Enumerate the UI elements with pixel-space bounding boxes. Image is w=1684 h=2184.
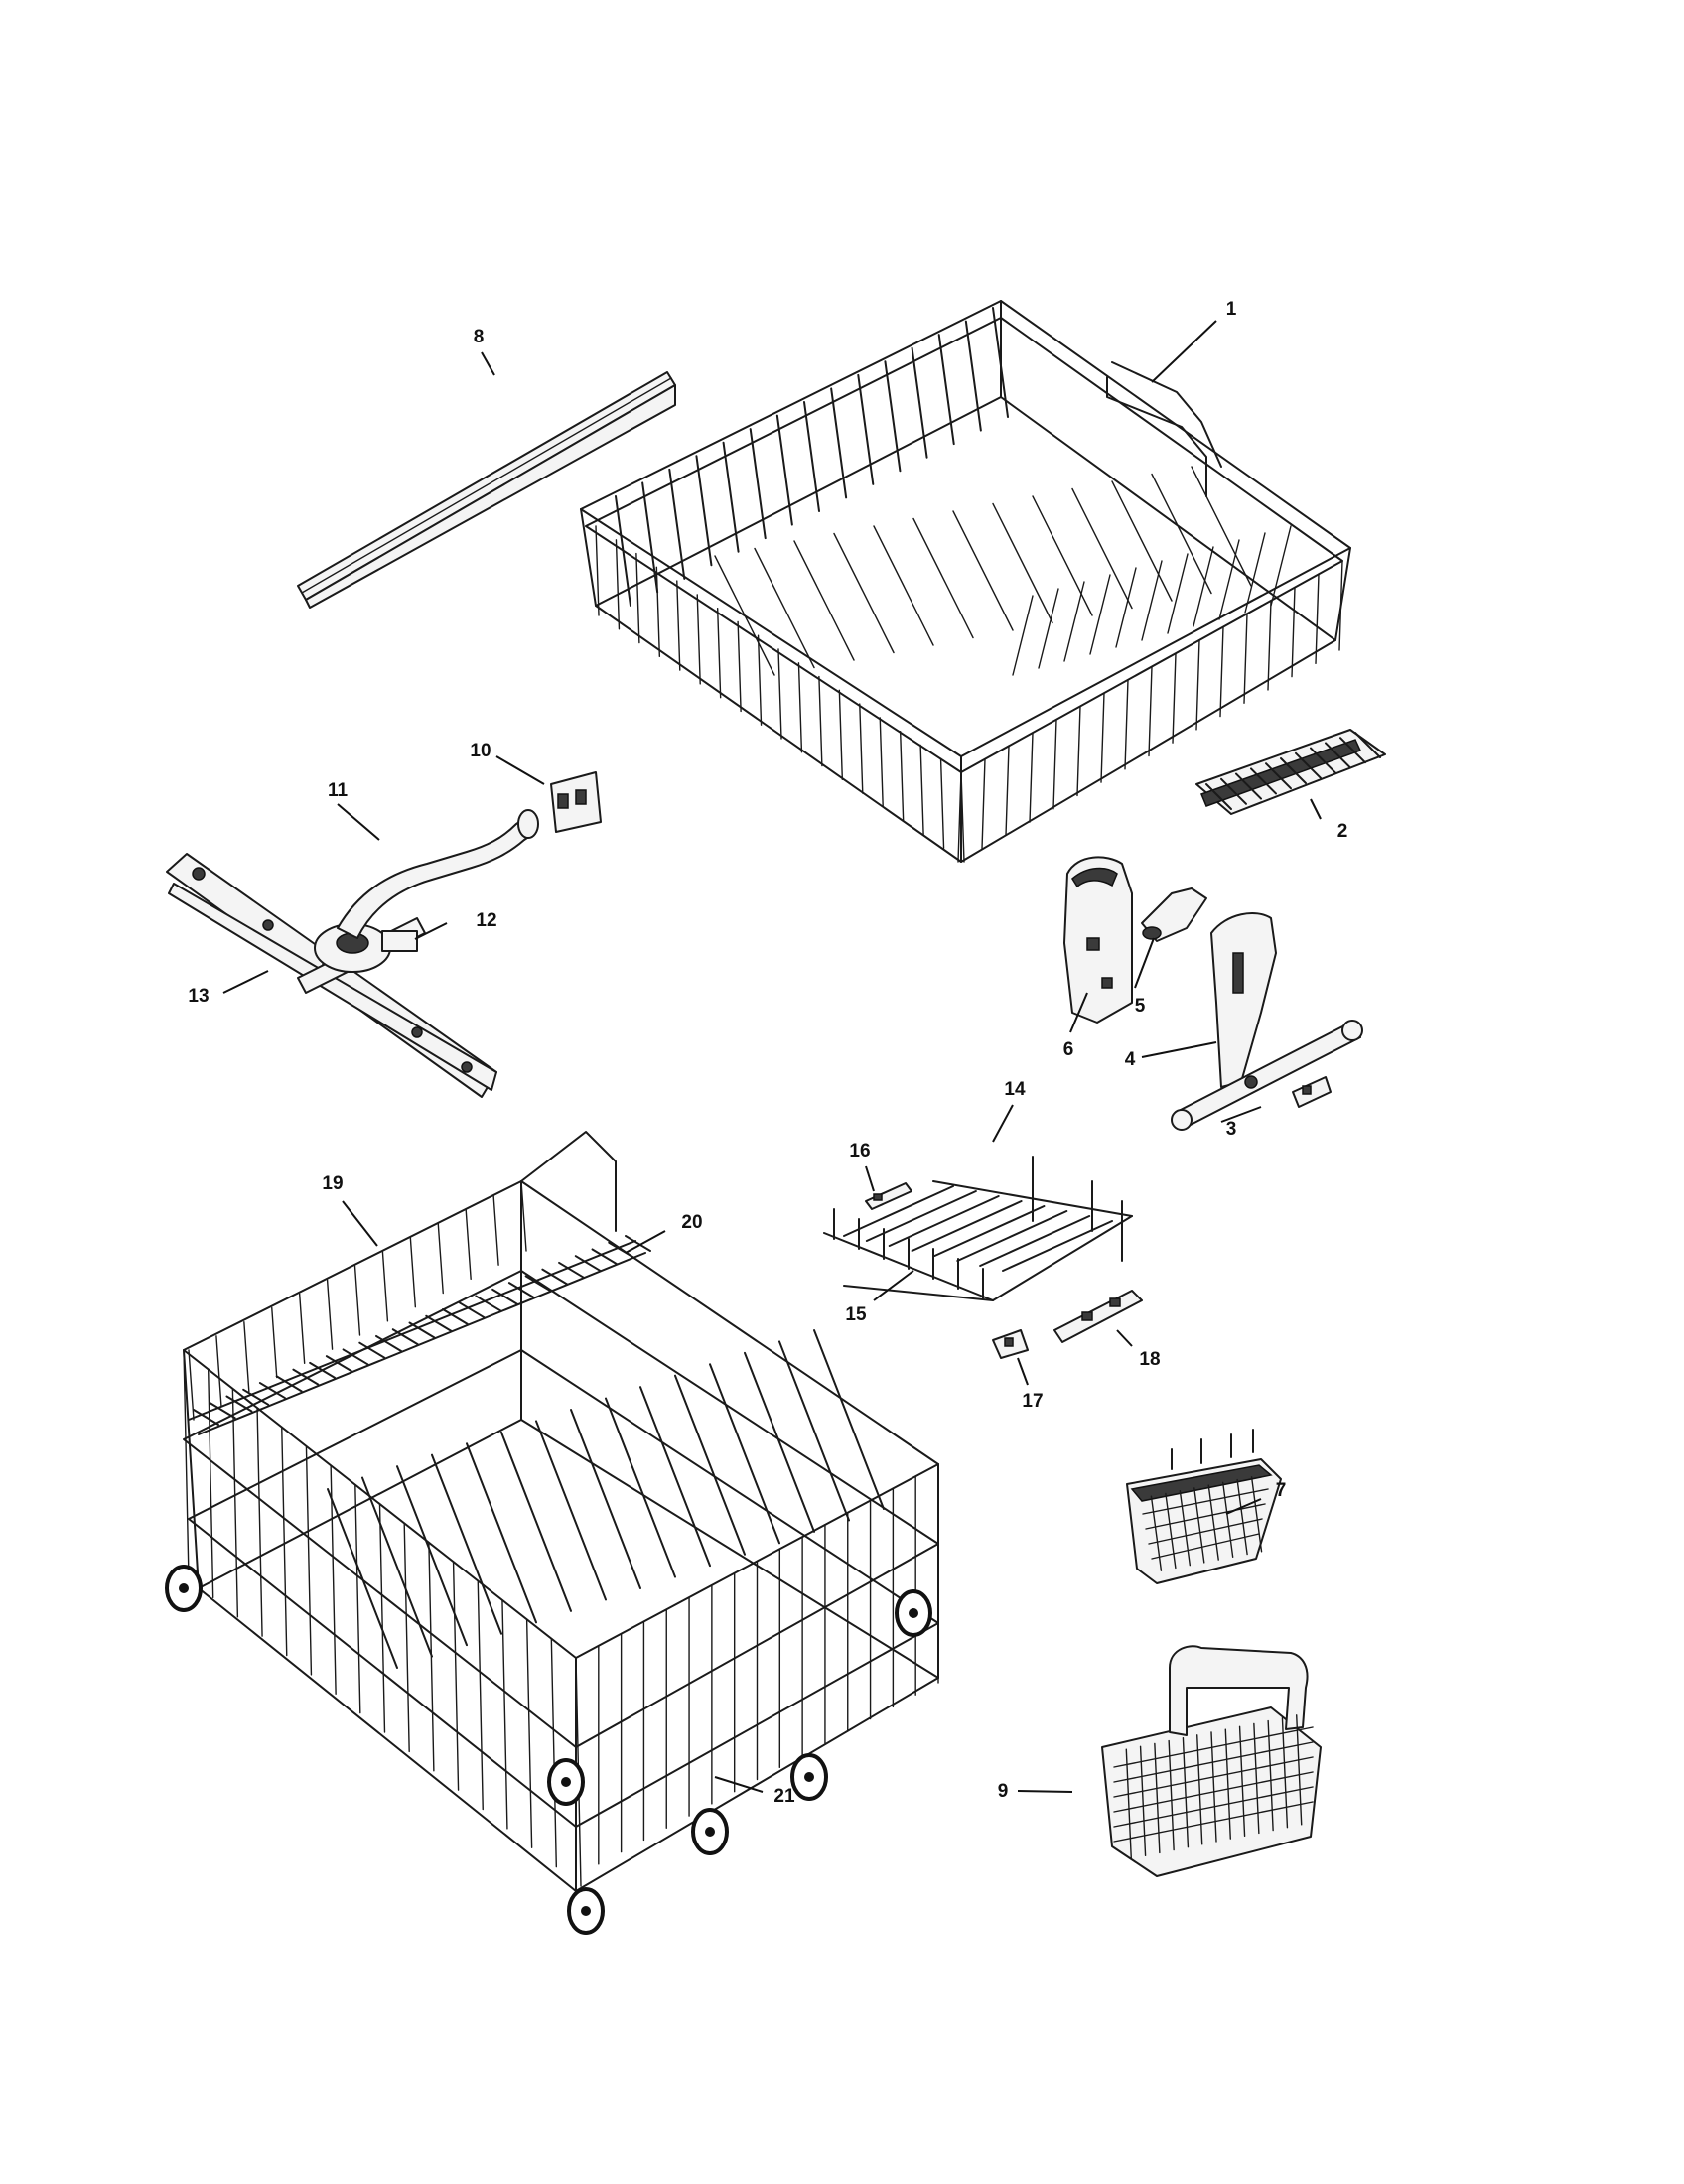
callout-21: 21	[773, 1786, 795, 1807]
callout-15: 15	[845, 1304, 867, 1325]
callout-11: 11	[328, 780, 349, 801]
callout-13: 13	[188, 986, 209, 1007]
callout-9: 9	[998, 1781, 1009, 1802]
callout-6: 6	[1063, 1039, 1074, 1060]
callout-7: 7	[1276, 1480, 1287, 1501]
lower-rack	[165, 1131, 939, 1935]
small-basket-part	[1126, 1429, 1282, 1584]
callout-4: 4	[1125, 1049, 1136, 1070]
callout-16: 16	[849, 1141, 870, 1161]
slider-clip-part	[1292, 1076, 1332, 1108]
callout-12: 12	[476, 910, 496, 931]
adjuster-slide-part	[1171, 912, 1363, 1131]
callout-8: 8	[474, 327, 485, 347]
tine-row-part	[1195, 729, 1386, 815]
callout-2: 2	[1337, 821, 1348, 842]
callout-1: 1	[1226, 299, 1237, 320]
tine-clip-part	[865, 1182, 912, 1210]
callout-5: 5	[1135, 996, 1146, 1017]
adjuster-housing-part	[1063, 856, 1133, 1024]
retainer-part	[1053, 1290, 1143, 1343]
upper-rack	[580, 300, 1351, 863]
callout-3: 3	[1226, 1119, 1237, 1140]
rail-part	[297, 371, 676, 609]
silverware-basket-part	[1101, 1645, 1322, 1877]
tine-assembly-part	[823, 1156, 1133, 1301]
callout-20: 20	[681, 1212, 702, 1233]
clip-part	[550, 771, 602, 833]
callout-19: 19	[322, 1173, 343, 1194]
callout-18: 18	[1139, 1349, 1160, 1370]
small-clip-part	[992, 1329, 1029, 1359]
callout-14: 14	[1004, 1079, 1026, 1100]
lever-part	[1141, 887, 1207, 942]
callout-17: 17	[1022, 1391, 1043, 1412]
leader-lines	[222, 320, 1322, 1793]
callout-labels: 1 2 3 4 5 6 7 8 9 10 11 12 13 14 15 16 1…	[188, 299, 1347, 1807]
spray-arm-assembly	[166, 809, 539, 1098]
callout-10: 10	[470, 741, 491, 761]
